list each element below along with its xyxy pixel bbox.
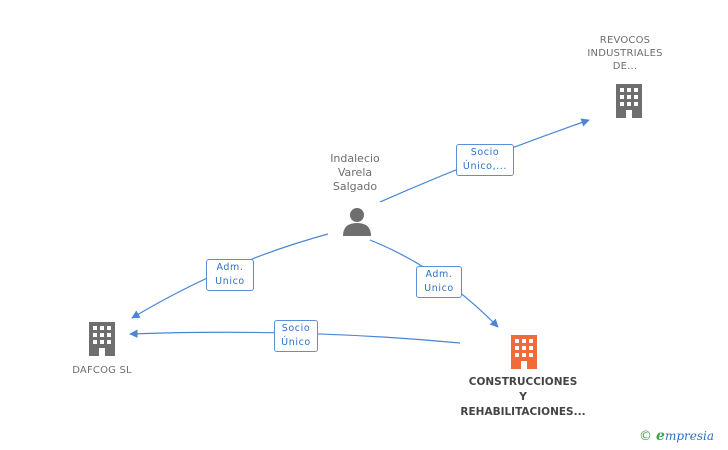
node-label-line: DE... <box>612 61 638 72</box>
node-label-revocos[interactable]: REVOCOS INDUSTRIALES DE... <box>560 34 690 73</box>
node-label-construcciones[interactable]: CONSTRUCCIONES Y REHABILITACIONES... <box>448 375 598 420</box>
node-label-line: INDUSTRIALES <box>587 48 663 59</box>
footer-brand[interactable]: © e mpresia <box>639 428 714 444</box>
edge-label-construcciones-dafcog[interactable]: Socio Único <box>274 320 318 352</box>
node-label-dafcog[interactable]: DAFCOG SL <box>52 364 152 377</box>
node-label-line: REVOCOS <box>599 35 651 46</box>
node-label-line: Indalecio <box>330 152 380 165</box>
edge-label-line: Unico <box>215 276 245 287</box>
edge-label-indalecio-construcciones[interactable]: Adm. Unico <box>416 266 462 298</box>
person-icon[interactable] <box>342 206 372 236</box>
node-label-line: CONSTRUCCIONES <box>468 376 578 388</box>
node-label-line: Y <box>519 391 527 403</box>
edge-label-line: Único <box>281 337 311 348</box>
node-label-line: Salgado <box>332 180 378 193</box>
copyright-icon: © <box>639 428 653 444</box>
edge-label-indalecio-dafcog[interactable]: Adm. Unico <box>206 259 254 291</box>
node-label-line: DAFCOG SL <box>72 365 132 376</box>
edge-label-line: Unico <box>424 283 454 294</box>
edge-label-indalecio-revocos[interactable]: Socio Único,... <box>456 144 514 176</box>
edge-label-line: Adm. <box>425 269 453 280</box>
node-label-line: REHABILITACIONES... <box>460 406 586 418</box>
brand-logo-letter: e <box>656 428 665 444</box>
building-icon[interactable] <box>509 335 539 369</box>
node-label-line: Varela <box>337 166 373 179</box>
edge-label-line: Único,... <box>462 161 508 172</box>
building-icon[interactable] <box>614 84 644 118</box>
edge-label-line: Socio <box>281 323 311 334</box>
node-label-indalecio[interactable]: Indalecio Varela Salgado <box>300 152 410 194</box>
edge-label-line: Adm. <box>216 262 244 273</box>
brand-logo-text: mpresia <box>664 429 714 443</box>
edge-label-line: Socio <box>470 147 500 158</box>
building-icon[interactable] <box>87 322 117 356</box>
